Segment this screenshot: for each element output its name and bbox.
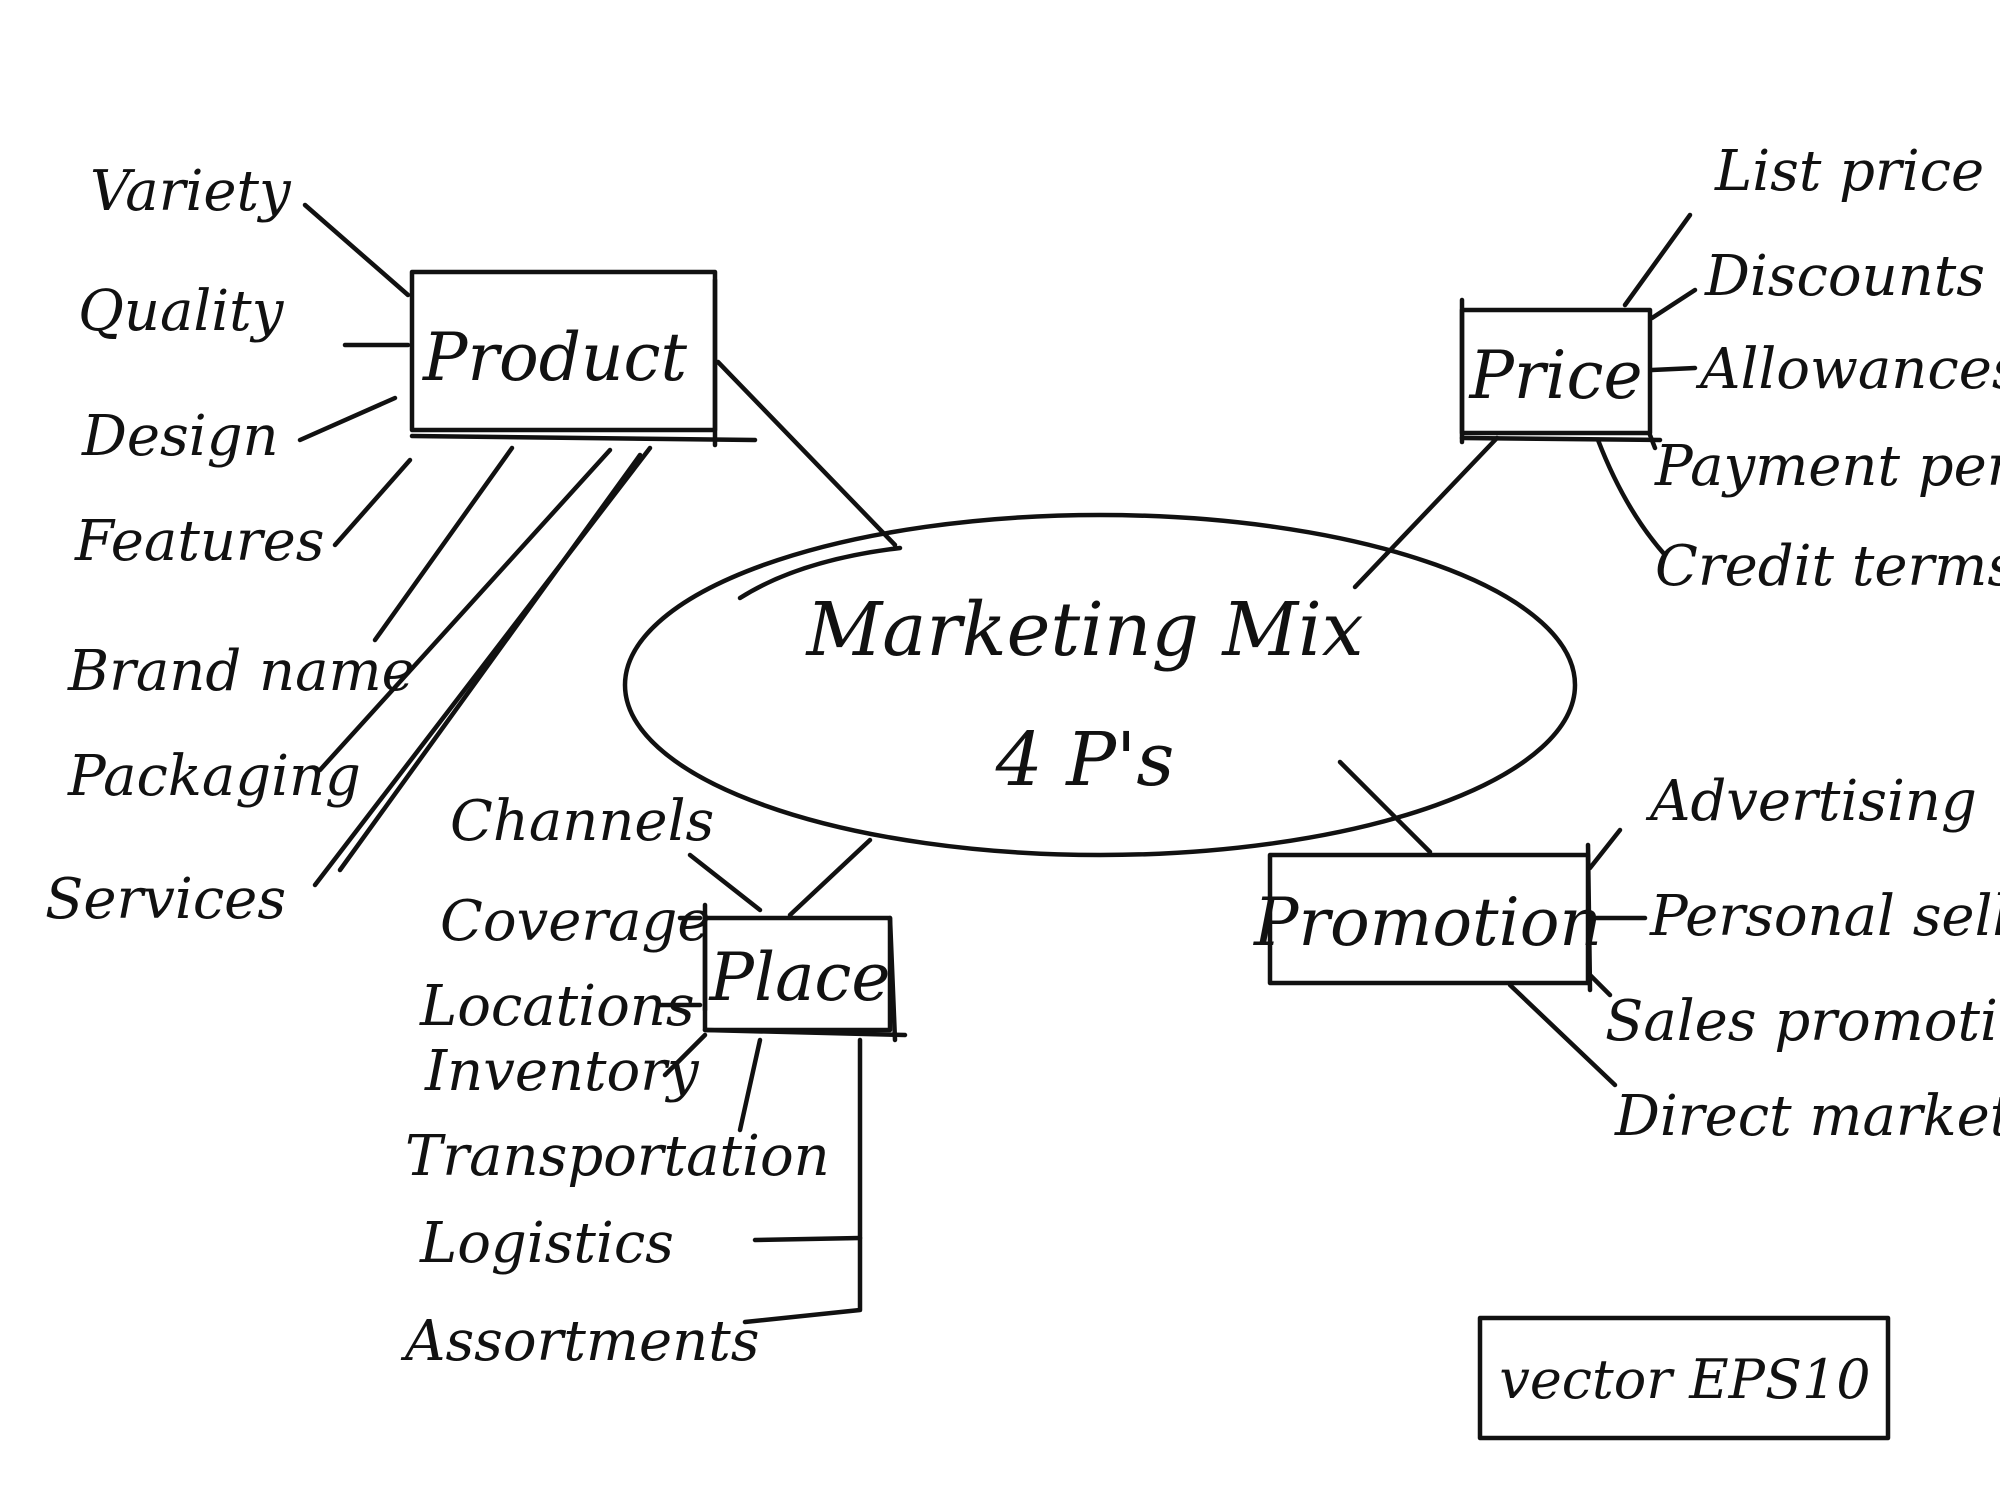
promotion-label: Promotion xyxy=(1253,884,1602,961)
product-item-services: Services xyxy=(45,867,286,932)
price-connector-list-price xyxy=(1622,212,1693,308)
product-to-center-connector xyxy=(715,359,898,548)
price-connector-credit-terms xyxy=(1595,437,1668,558)
product-connector-features xyxy=(332,457,413,548)
price-item-list-price: List price xyxy=(1714,139,1984,204)
product-connector-packaging xyxy=(317,447,613,773)
product-item-features: Features xyxy=(74,509,325,574)
place-box-tick-right xyxy=(887,915,898,1043)
place-connector-transportation xyxy=(737,1037,763,1133)
promotion-item-personal-selling: Personal selling xyxy=(1649,884,2000,949)
product-label: Product xyxy=(422,319,687,396)
promotion-connector-sales-promotions xyxy=(1587,972,1613,998)
place-item-logistics: Logistics xyxy=(419,1211,674,1276)
price-connector-allowances xyxy=(1649,365,1698,373)
promotion-item-advertising: Advertising xyxy=(1645,769,1977,834)
place-to-center-connector xyxy=(787,837,873,918)
promotion-item-sales-promotions: Sales promotions xyxy=(1605,989,2000,1054)
place-item-transportation: Transportation xyxy=(405,1124,830,1189)
center-title: Marketing Mix xyxy=(804,587,1363,673)
product-connector-design xyxy=(297,395,398,443)
price-connector-discounts xyxy=(1649,287,1698,321)
price-item-allowances: Allowances xyxy=(1695,337,2000,402)
place-group: Place Channels Coverage Locations Invent… xyxy=(400,789,908,1374)
place-label: Place xyxy=(709,939,891,1016)
promotion-group: Promotion Advertising Personal selling S… xyxy=(1253,759,2000,1149)
price-connector-payment-period xyxy=(1647,432,1658,451)
price-to-center-connector xyxy=(1352,435,1500,590)
promotion-connector-advertising xyxy=(1587,827,1623,871)
badge-label: vector EPS10 xyxy=(1499,1348,1870,1411)
product-connector-services-2 xyxy=(337,452,643,873)
place-item-locations: Locations xyxy=(419,974,695,1039)
place-box-tick-bottom xyxy=(702,1027,908,1038)
place-item-channels: Channels xyxy=(450,789,714,854)
price-item-payment-period: Payment period xyxy=(1654,434,2000,499)
place-item-coverage: Coverage xyxy=(440,889,710,954)
price-label: Price xyxy=(1468,337,1642,414)
center-subtitle: 4 P's xyxy=(995,717,1175,803)
product-connector-variety xyxy=(302,202,411,298)
center-ellipse-stroke-overlap xyxy=(737,545,903,601)
center-ellipse xyxy=(622,512,1578,858)
product-item-packaging: Packaging xyxy=(67,744,361,809)
product-item-brand-name: Brand name xyxy=(67,639,415,704)
promotion-item-direct-marketing: Direct marketing xyxy=(1614,1084,2000,1149)
place-connector-logistics xyxy=(752,1235,863,1243)
price-box-tick-bottom xyxy=(1459,435,1663,443)
product-group: Product Variety Quality Design Features … xyxy=(45,159,898,932)
product-box-tick-bottom xyxy=(409,433,758,443)
place-connector-inventory xyxy=(662,1032,708,1078)
product-item-variety: Variety xyxy=(90,159,292,224)
product-item-quality: Quality xyxy=(78,279,285,344)
price-group: Price List price Discounts Allowances Pa… xyxy=(1352,139,2000,599)
product-connector-brand-name xyxy=(372,445,515,643)
product-item-design: Design xyxy=(81,404,279,469)
price-item-credit-terms: Credit terms xyxy=(1655,534,2000,599)
place-item-inventory: Inventory xyxy=(424,1039,700,1104)
place-item-assortments: Assortments xyxy=(400,1309,759,1374)
place-connector-logistics-assortments-bracket xyxy=(742,1037,863,1325)
price-item-discounts: Discounts xyxy=(1704,244,1985,309)
badge-box xyxy=(1477,1315,1891,1441)
place-connector-channels xyxy=(687,852,763,913)
vector-eps-badge: vector EPS10 xyxy=(1477,1315,1891,1441)
promotion-to-center-connector xyxy=(1337,759,1433,855)
promotion-connector-direct-marketing xyxy=(1507,982,1618,1088)
